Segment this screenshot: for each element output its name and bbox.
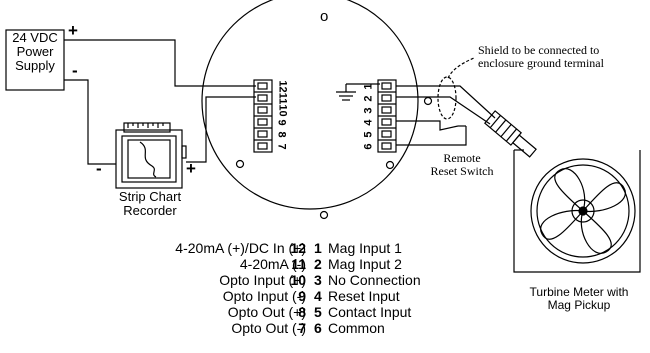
terminal-4: 4 <box>362 119 375 126</box>
legend-left-num: 10 <box>290 272 306 288</box>
legend-right-num: 3 <box>314 272 322 288</box>
legend-row: Opto Out (-) 7 6 Common <box>100 320 520 336</box>
recorder-body <box>115 129 183 189</box>
legend-left-desc: Opto Out (-) <box>231 320 306 336</box>
shield-note-line1: Shield to be connected to <box>478 43 600 57</box>
power-plus-sign: + <box>68 21 78 40</box>
legend-left-num: 7 <box>298 320 306 336</box>
shield-note-line2: enclosure ground terminal <box>478 56 604 70</box>
legend-left-desc: Opto Input (-) <box>222 288 306 304</box>
turbine-label: Turbine Meter with Mag Pickup <box>516 286 642 312</box>
turbine-box <box>513 150 641 273</box>
legend-left-num: 11 <box>291 256 306 272</box>
enclosure-circle <box>201 0 419 210</box>
terminal-6: 6 <box>362 143 375 150</box>
legend-right-num: 6 <box>314 320 322 336</box>
turbine-hub <box>571 199 595 223</box>
reset-switch-label: Remote Reset Switch <box>422 152 502 178</box>
legend-right-desc: Common <box>328 320 385 336</box>
power-supply-line2: Power <box>16 44 54 59</box>
legend-left-desc: 4-20mA (+)/DC In (+) <box>175 240 306 256</box>
legend-left-num: 8 <box>298 304 306 320</box>
power-minus-sign: - <box>72 61 78 80</box>
legend-right-desc: No Connection <box>328 272 421 288</box>
terminal-2: 2 <box>362 95 375 102</box>
legend-right-desc: Contact Input <box>328 304 412 320</box>
turbine-blade <box>580 209 612 254</box>
legend-left-desc: Opto Input (+) <box>219 272 306 288</box>
recorder-plus-sign: + <box>186 159 196 178</box>
wire-mag-2 <box>396 96 491 125</box>
wire-power-plus <box>64 39 256 87</box>
power-supply-box <box>5 29 65 91</box>
turbine-blade <box>554 168 586 213</box>
recorder-line1: Strip Chart <box>118 189 182 204</box>
recorder-minus-sign: - <box>96 159 102 178</box>
legend-row: 4-20mA (-) 11 2 Mag Input 2 <box>100 256 520 272</box>
legend-left-desc: Opto Out (+) <box>227 304 306 320</box>
terminal-10: 10 <box>276 104 289 117</box>
recorder-label: Strip Chart Recorder <box>104 190 196 218</box>
enclosure-screw-hole <box>385 160 395 170</box>
legend-row: Opto Out (+) 8 5 Contact Input <box>100 304 520 320</box>
legend-row: Opto Input (-) 9 4 Reset Input <box>100 288 520 304</box>
turbine-blade <box>540 209 585 240</box>
enclosure-screw-hole <box>319 210 329 220</box>
turbine-blade <box>581 182 626 213</box>
legend-row: 4-20mA (+)/DC In (+) 12 1 Mag Input 1 <box>100 240 520 256</box>
terminal-9: 9 <box>275 119 288 126</box>
enclosure-screw-hole <box>235 159 245 169</box>
turbine-line2: Mag Pickup <box>547 298 611 312</box>
shield-ellipse <box>437 76 457 120</box>
turbine-inner <box>536 164 630 258</box>
legend-right-desc: Mag Input 1 <box>328 240 402 256</box>
terminal-11: 11 <box>276 92 289 105</box>
wire-power-minus <box>64 79 116 165</box>
legend-left-num: 12 <box>290 240 306 256</box>
turbine-outer <box>530 158 636 264</box>
enclosure-screw-hole <box>423 96 433 106</box>
terminal-5: 5 <box>362 131 375 138</box>
reset-switch-line1: Remote <box>443 151 481 165</box>
power-supply-line3: Supply <box>15 58 55 73</box>
wire-recorder-plus <box>186 96 256 163</box>
legend-left-desc: 4-20mA (-) <box>239 256 306 272</box>
terminal-7: 7 <box>275 143 288 150</box>
shield-note: Shield to be connected to enclosure grou… <box>478 44 604 70</box>
reset-switch-line2: Reset Switch <box>430 164 494 178</box>
legend-right-num: 1 <box>314 240 322 256</box>
wire-mag-1 <box>396 85 496 119</box>
wire-reset-1 <box>396 120 459 131</box>
legend-right-desc: Mag Input 2 <box>328 256 402 272</box>
terminal-8: 8 <box>275 131 288 138</box>
turbine-line1: Turbine Meter with <box>529 285 629 299</box>
legend-right-num: 4 <box>314 288 322 304</box>
terminal-12: 12 <box>276 80 289 93</box>
legend-right-num: 5 <box>314 304 322 320</box>
legend-right-num: 2 <box>314 256 322 272</box>
wire-reset-2 <box>396 126 467 146</box>
recorder-line2: Recorder <box>123 203 177 218</box>
power-supply-line1: 24 VDC <box>12 30 58 45</box>
power-supply-label: 24 VDC Power Supply <box>8 31 62 73</box>
terminal-3: 3 <box>362 107 375 114</box>
legend-left-num: 9 <box>298 288 306 304</box>
enclosure-top-mark: o <box>320 8 329 25</box>
legend-row: Opto Input (+) 10 3 No Connection <box>100 272 520 288</box>
terminal-1: 1 <box>362 83 375 90</box>
legend-right-desc: Reset Input <box>328 288 400 304</box>
